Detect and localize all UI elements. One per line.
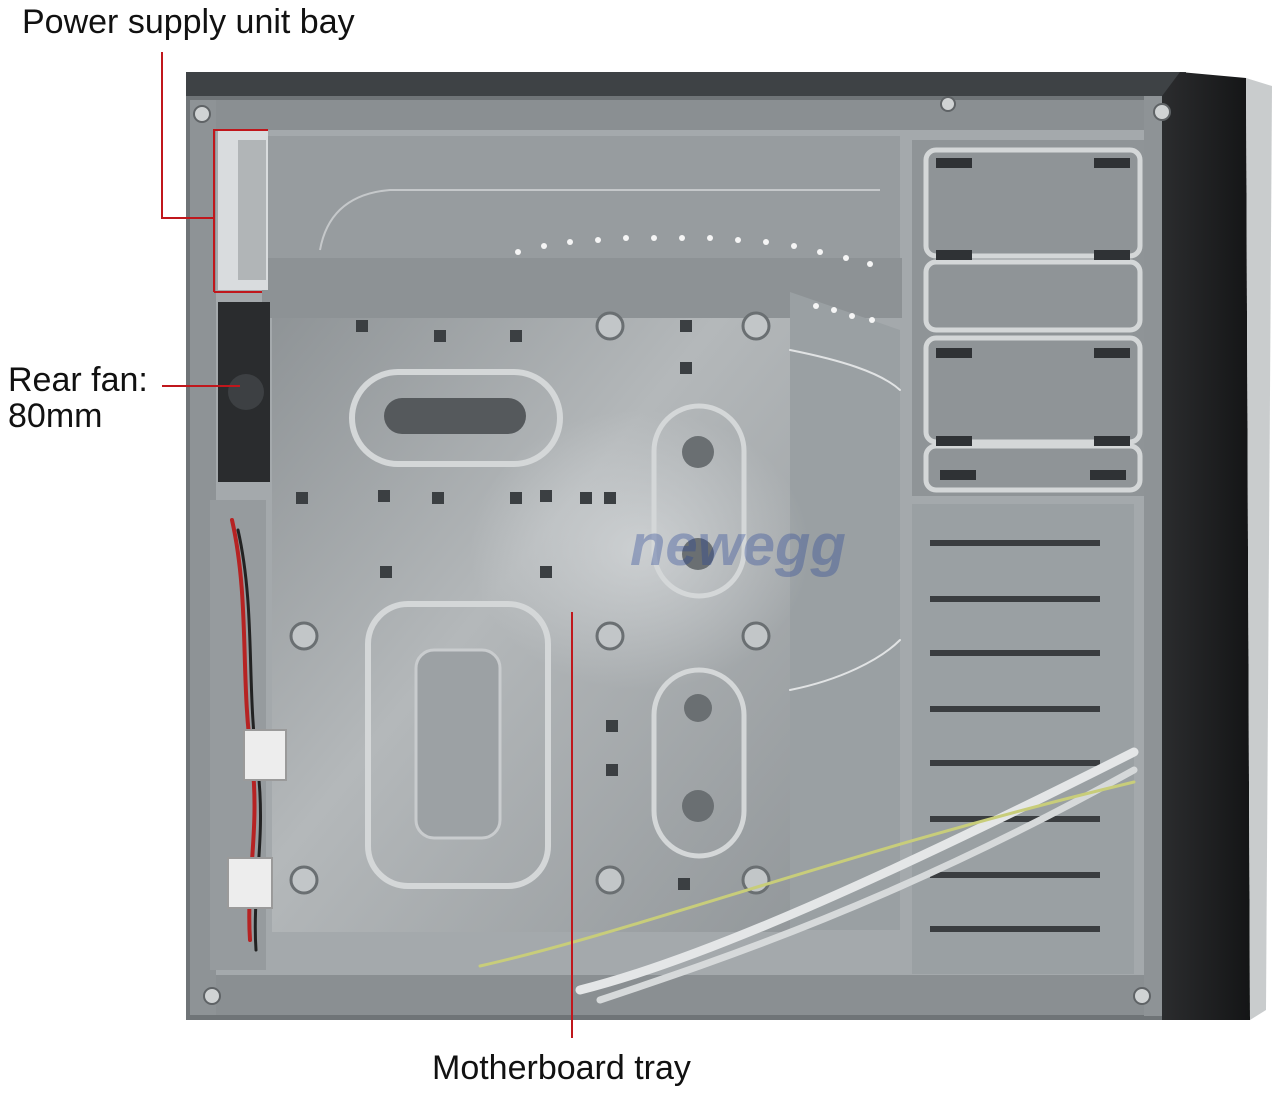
drive-cage-lower-rails: [930, 540, 1100, 932]
label-motherboard-tray: Motherboard tray: [432, 1049, 691, 1087]
tray-oval-upper: [651, 403, 747, 599]
drive-cage-lower: [912, 504, 1134, 974]
standoff: [595, 865, 625, 895]
rear-fan-hub: [228, 374, 264, 410]
tray-cutout-bottom-inner: [414, 648, 502, 840]
tray-hole-c: [684, 694, 712, 722]
molex-connector-2: [227, 857, 273, 909]
tray-hole-d: [682, 790, 714, 822]
tray-oval-lower: [651, 667, 747, 859]
newegg-watermark: newegg: [630, 513, 846, 578]
standoff: [595, 621, 625, 651]
label-rear-fan-size: 80mm: [8, 397, 103, 435]
label-rear-fan: Rear fan:: [8, 361, 148, 399]
tray-cutout-top-inner: [384, 398, 526, 434]
standoff: [289, 621, 319, 651]
front-bezel: [1162, 72, 1250, 1020]
tray-cutout-top: [349, 369, 563, 467]
frame-screws: [193, 96, 1171, 1005]
tray-cutout-bottom: [365, 601, 551, 889]
leader-lines: [161, 52, 573, 1038]
drive-cage-slots: [923, 147, 1143, 493]
tray-square-holes: [296, 320, 692, 890]
standoff: [595, 311, 625, 341]
tray-hole-b: [682, 538, 714, 570]
upper-curve: [319, 189, 880, 251]
led-dots: [515, 235, 875, 323]
chassis-top-edge: [186, 72, 1186, 96]
label-psu-bay: Power supply unit bay: [22, 3, 355, 41]
bottom-rail: [214, 975, 1146, 1015]
molex-connector: [243, 729, 287, 781]
standoffs: [289, 311, 771, 895]
tray-right-flange: [790, 292, 900, 930]
standoff: [289, 865, 319, 895]
standoff: [741, 621, 771, 651]
top-rail: [214, 100, 1146, 130]
standoff: [741, 311, 771, 341]
front-bezel-trim: [1246, 78, 1272, 1020]
tray-highlight: [470, 410, 810, 690]
psu-bay-inner: [238, 140, 266, 280]
drive-cage-tabs: [936, 158, 1130, 480]
tray-hole-a: [682, 436, 714, 468]
